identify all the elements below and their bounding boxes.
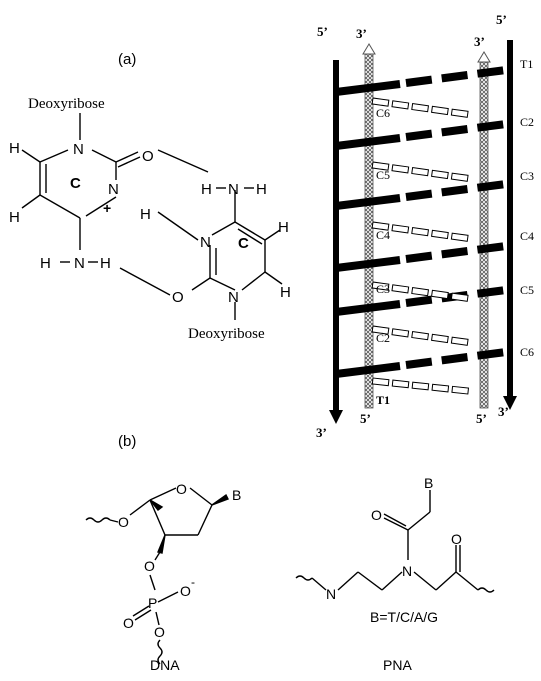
atom-n-amine-bottom: N [228, 181, 239, 198]
ring-label-top: C [70, 175, 81, 192]
atom-h-n3: H [140, 206, 151, 223]
end-label-left-outer-top: 5’ [317, 24, 328, 39]
dna-phosphorus: P [148, 595, 157, 611]
inner-label-c2: C2 [376, 331, 390, 345]
end-label-right-inner-top: 3’ [474, 34, 485, 49]
atom-h-bottom-left: H [9, 209, 20, 226]
atom-n3-top: N [108, 181, 119, 198]
imotif-diagram: 5’ 3’ 3’ 5’ 3’ 5’ 5’ 3’ T1 C2 C3 C4 C5 C… [316, 12, 534, 440]
cytosine-pair-labels: Deoxyribose N O H H C N + H H N H H N H … [9, 96, 291, 342]
end-label-left-inner-bottom: 5’ [360, 411, 371, 426]
end-label-left-inner-top: 3’ [356, 26, 367, 41]
charge-plus: + [103, 200, 111, 216]
atom-h-amine-bottom-right: H [256, 181, 267, 198]
inner-label-c3: C3 [376, 282, 390, 296]
atom-h-top-left: H [9, 140, 20, 157]
end-label-right-inner-bottom: 5’ [476, 411, 487, 426]
dna-o-ester: O [154, 624, 165, 640]
atom-o-top: O [142, 148, 154, 165]
atom-h-bottom-ring-top: H [278, 219, 289, 236]
dna-charge-minus: - [191, 575, 195, 589]
pna-legend: B=T/C/A/G [370, 609, 438, 625]
end-label-left-outer-bottom: 3’ [316, 425, 327, 440]
panel-label-b: (b) [118, 433, 136, 450]
strand-left-inner [364, 51, 374, 409]
atom-n-amine-top: N [74, 255, 85, 272]
pna-base: B [424, 475, 433, 491]
right-label-c6: C6 [520, 345, 534, 359]
end-label-right-outer-bottom: 3’ [498, 404, 509, 419]
pna-o-left: O [371, 507, 382, 523]
cytosine-pair-diagram [21, 113, 283, 320]
dna-structure [85, 487, 229, 665]
dna-o-double: O [123, 615, 134, 631]
atom-n1-top: N [73, 141, 84, 158]
arrowhead-right-inner [477, 51, 491, 63]
inner-label-t1: T1 [376, 393, 390, 407]
pna-o-right: O [451, 531, 462, 547]
inner-label-c5: C5 [376, 168, 390, 182]
rungs-outer [335, 66, 507, 378]
right-label-c3: C3 [520, 169, 534, 183]
arrowhead-right-outer [503, 396, 517, 410]
pna-n-left: N [326, 586, 336, 602]
pna-label: PNA [383, 657, 412, 673]
dna-o-ring: O [176, 481, 187, 497]
inner-label-c6: C6 [376, 106, 390, 120]
deoxyribose-bottom-label: Deoxyribose [188, 326, 265, 342]
right-label-c2: C2 [520, 115, 534, 129]
atom-n1-bottom: N [228, 289, 239, 306]
end-label-right-outer-top: 5’ [496, 12, 507, 27]
dna-o3: O [144, 558, 155, 574]
panel-label-a: (a) [118, 51, 136, 68]
arrowhead-left-inner [362, 43, 376, 55]
dna-o-minus: O [180, 583, 191, 599]
atom-n3-bottom: N [200, 234, 211, 251]
right-label-c4: C4 [520, 229, 534, 243]
arrowhead-left-outer [329, 410, 343, 424]
inner-label-c4: C4 [376, 228, 390, 242]
ring-label-bottom: C [238, 235, 249, 252]
deoxyribose-top-label: Deoxyribose [28, 96, 105, 112]
dna-label: DNA [150, 657, 180, 673]
atom-h-amine-right: H [100, 255, 111, 272]
atom-o-bottom: O [172, 289, 184, 306]
rungs-inner [371, 97, 470, 395]
pna-n-center: N [402, 563, 412, 579]
right-label-t1: T1 [520, 57, 533, 71]
pna-structure [295, 490, 495, 593]
atom-h-bottom-ring-bottom: H [280, 284, 291, 301]
dna-labels: O O B O P O - O O DNA [118, 481, 241, 673]
pna-labels: N N O O B B=T/C/A/G PNA [326, 475, 462, 673]
right-label-c5: C5 [520, 283, 534, 297]
dna-base: B [232, 487, 241, 503]
atom-h-amine-left: H [40, 255, 51, 272]
atom-h-amine-bottom-left: H [201, 181, 212, 198]
dna-o5: O [118, 514, 129, 530]
